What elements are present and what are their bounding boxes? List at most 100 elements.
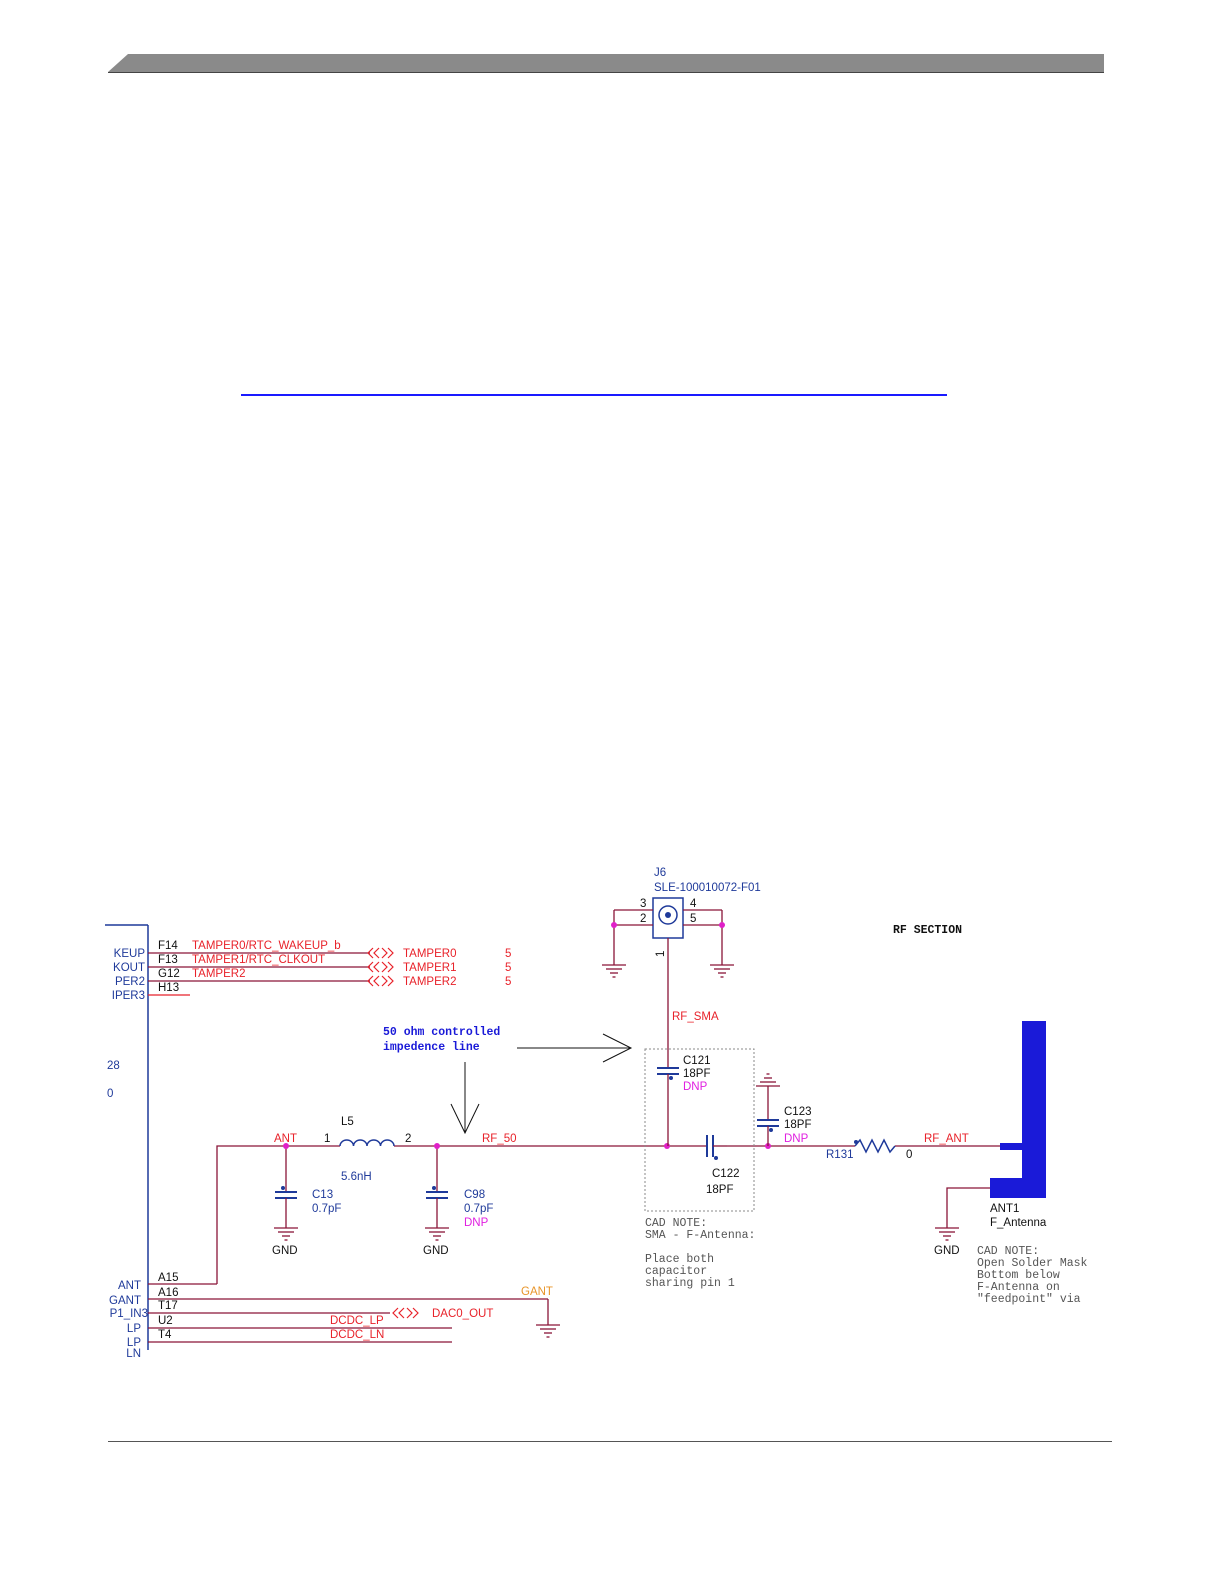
capacitor-c121: C121 18PF DNP (657, 1055, 711, 1146)
offpage-connector-tamper1: TAMPER1 5 (367, 961, 511, 974)
svg-text:DNP: DNP (683, 1081, 708, 1093)
net-label-dcdc-lp: DCDC_LP (330, 1315, 384, 1327)
pin-label: KEUP (114, 948, 146, 960)
svg-text:T4: T4 (158, 1329, 172, 1341)
svg-text:Open Solder Mask: Open Solder Mask (977, 1257, 1088, 1270)
mcu-pin-row-dcdc-ln: LP T4 DCDC_LN (127, 1329, 452, 1349)
svg-text:2: 2 (405, 1133, 411, 1145)
sma-connector-j6: J6 SLE-100010072-F01 3 2 4 5 1 (601, 867, 761, 1068)
pin-number: H13 (158, 982, 179, 994)
svg-text:LP: LP (127, 1337, 141, 1349)
mcu-pin-row-tamper0: KEUP F14 TAMPER0/RTC_WAKEUP_b (114, 940, 370, 960)
svg-text:CAD NOTE:: CAD NOTE: (977, 1245, 1039, 1258)
svg-text:A16: A16 (158, 1287, 178, 1299)
mcu-pin-row-ant: ANT A15 (118, 1272, 217, 1292)
net-label-dcdc-ln: DCDC_LN (330, 1329, 384, 1341)
svg-text:DNP: DNP (784, 1133, 809, 1145)
footer-rule (108, 1441, 1112, 1442)
svg-text:C122: C122 (712, 1168, 740, 1180)
rf-schematic: KEUP F14 TAMPER0/RTC_WAKEUP_b KOUT F13 T… (105, 867, 1088, 1360)
section-title: RF SECTION (893, 924, 962, 937)
svg-text:1: 1 (324, 1133, 330, 1145)
net-label: TAMPER1/RTC_CLKOUT (192, 954, 325, 966)
capacitor-c123: C123 18PF DNP (755, 1073, 812, 1146)
mcu-pin-row-tamper3: IPER3 H13 (112, 982, 190, 1002)
cad-note-sma: CAD NOTE: SMA - F-Antenna: Place both ca… (645, 1217, 755, 1290)
net-label-rf-50: RF_50 (482, 1133, 517, 1145)
pin-number: F13 (158, 954, 178, 966)
svg-text:ANT: ANT (118, 1280, 141, 1292)
pin-label: PER2 (115, 976, 145, 988)
svg-text:3: 3 (640, 898, 646, 910)
svg-text:C13: C13 (312, 1189, 333, 1201)
annotation-arrow-down (450, 1062, 480, 1135)
pin-number: F14 (158, 940, 178, 952)
svg-text:C123: C123 (784, 1106, 812, 1118)
svg-text:A15: A15 (158, 1272, 178, 1284)
svg-text:DNP: DNP (464, 1217, 489, 1229)
svg-text:F_Antenna: F_Antenna (990, 1217, 1047, 1229)
svg-text:TAMPER0: TAMPER0 (403, 948, 456, 960)
offpage-connector-tamper0: TAMPER0 5 (367, 947, 511, 960)
svg-text:J6: J6 (654, 867, 666, 879)
capacitor-c13: C13 0.7pF GND (272, 1146, 341, 1257)
placement-box (644, 1048, 755, 1212)
pin-label: KOUT (113, 962, 145, 974)
svg-text:L5: L5 (341, 1116, 354, 1128)
mcu-pin-row-p1-in3: P1_IN3 T17 DAC0_OUT (110, 1300, 494, 1320)
svg-text:SMA - F-Antenna:: SMA - F-Antenna: (645, 1229, 755, 1242)
svg-text:5.6nH: 5.6nH (341, 1171, 372, 1183)
pin-label: IPER3 (112, 990, 145, 1002)
offpage-connector-tamper2: TAMPER2 5 (367, 975, 511, 988)
pin-number: G12 (158, 968, 180, 980)
page-header-banner (108, 54, 1104, 73)
gnd-label: GND (934, 1245, 960, 1257)
svg-text:U2: U2 (158, 1315, 173, 1327)
svg-text:5: 5 (505, 948, 511, 960)
net-label: TAMPER2 (192, 968, 245, 980)
net-label-ant: ANT (274, 1133, 297, 1145)
svg-text:5: 5 (690, 913, 696, 925)
mcu-pin-row-tamper2: PER2 G12 TAMPER2 (115, 968, 370, 988)
net-label: TAMPER0/RTC_WAKEUP_b (192, 940, 341, 952)
net-label-gant: GANT (521, 1286, 553, 1298)
net-label-dac: DAC0_OUT (432, 1308, 493, 1320)
svg-text:0: 0 (906, 1149, 912, 1161)
junction (664, 1143, 670, 1149)
svg-text:18PF: 18PF (706, 1184, 734, 1196)
svg-text:5: 5 (505, 976, 511, 988)
svg-text:R131: R131 (826, 1149, 854, 1161)
net-label-rf-sma: RF_SMA (672, 1011, 719, 1023)
svg-text:T17: T17 (158, 1300, 178, 1312)
cad-note-antenna: CAD NOTE: Open Solder Mask Bottom below … (977, 1245, 1088, 1306)
junction (434, 1143, 440, 1149)
svg-text:5: 5 (505, 962, 511, 974)
mcu-pin-row-tamper1: KOUT F13 TAMPER1/RTC_CLKOUT (113, 954, 370, 974)
svg-text:SLE-100010072-F01: SLE-100010072-F01 (654, 882, 761, 894)
annotation-arrow-right (517, 1033, 633, 1063)
svg-text:capacitor: capacitor (645, 1265, 707, 1278)
annotation-line-1: 50 ohm controlled (383, 1026, 500, 1039)
svg-text:0.7pF: 0.7pF (312, 1203, 341, 1215)
svg-text:LP: LP (127, 1323, 141, 1335)
svg-text:Bottom below: Bottom below (977, 1269, 1060, 1282)
svg-text:ANT1: ANT1 (990, 1203, 1019, 1215)
ant-trace (216, 1145, 340, 1284)
pin-label-ln: LN (126, 1348, 141, 1360)
svg-text:CAD NOTE:: CAD NOTE: (645, 1217, 707, 1230)
net-label-rf-ant: RF_ANT (924, 1133, 969, 1145)
gnd-label: GND (272, 1245, 298, 1257)
svg-text:TAMPER2: TAMPER2 (403, 976, 456, 988)
hyperlink-underline[interactable] (241, 394, 947, 396)
svg-text:4: 4 (690, 898, 697, 910)
svg-text:C121: C121 (683, 1055, 711, 1067)
side-fragment: 0 (107, 1088, 113, 1100)
capacitor-c98: C98 0.7pF DNP GND (423, 1146, 493, 1257)
resistor-r131: R131 0 (826, 1138, 912, 1161)
svg-text:"feedpoint" via: "feedpoint" via (977, 1293, 1081, 1306)
svg-text:2: 2 (640, 913, 646, 925)
inductor-l5: L5 1 2 5.6nH (324, 1116, 411, 1183)
svg-text:18PF: 18PF (784, 1119, 812, 1131)
mcu-pin-row-dcdc-lp: LP U2 DCDC_LP (127, 1315, 452, 1335)
f-antenna-ant1: ANT1 F_Antenna GND (934, 1021, 1047, 1257)
